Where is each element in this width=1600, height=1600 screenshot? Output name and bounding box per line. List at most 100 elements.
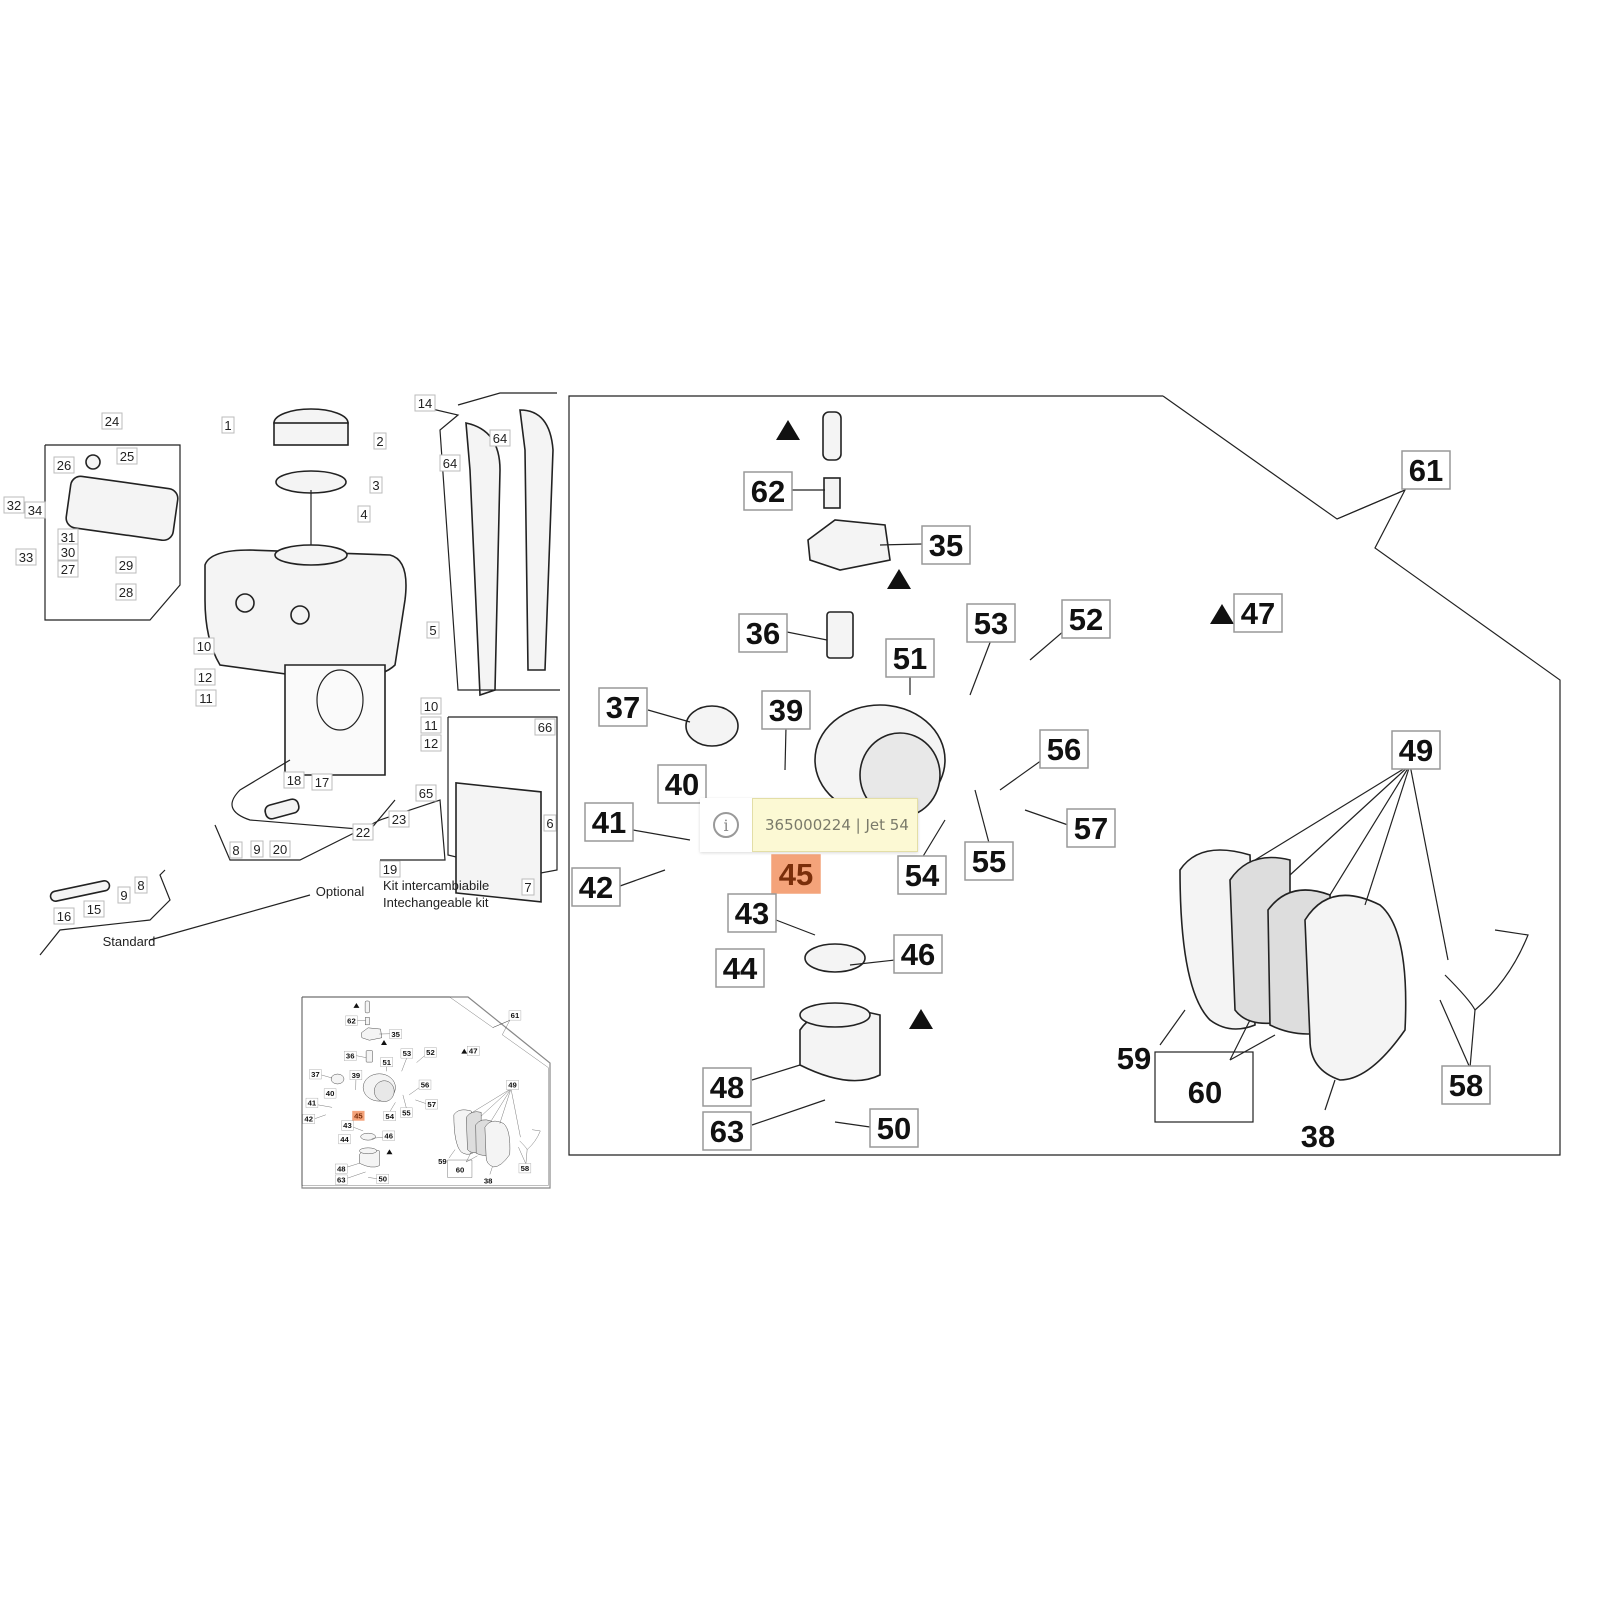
callout-8[interactable]: 8	[232, 843, 239, 858]
callout-4[interactable]: 4	[360, 507, 367, 522]
callout-11[interactable]: 11	[424, 718, 438, 733]
callout-25[interactable]: 25	[120, 449, 134, 464]
callout-47[interactable]: 47	[469, 1047, 478, 1056]
callout-41[interactable]: 41	[308, 1099, 317, 1108]
callout-34[interactable]: 34	[28, 503, 42, 518]
callout-64[interactable]: 64	[493, 431, 507, 446]
callout-23[interactable]: 23	[392, 812, 406, 827]
callout-58[interactable]: 58	[521, 1164, 530, 1173]
callout-49[interactable]: 49	[508, 1081, 517, 1090]
callout-47[interactable]: 47	[1241, 596, 1275, 631]
callout-52[interactable]: 52	[1069, 602, 1103, 637]
callout-44[interactable]: 44	[340, 1135, 349, 1144]
callout-37[interactable]: 37	[606, 690, 640, 725]
callout-58[interactable]: 58	[1449, 1068, 1483, 1103]
callout-41[interactable]: 41	[592, 805, 626, 840]
callout-8[interactable]: 8	[137, 878, 144, 893]
callout-29[interactable]: 29	[119, 558, 133, 573]
callout-36[interactable]: 36	[746, 616, 780, 651]
callout-22[interactable]: 22	[356, 825, 370, 840]
callout-48[interactable]: 48	[337, 1164, 346, 1173]
callout-32[interactable]: 32	[7, 498, 21, 513]
callout-16[interactable]: 16	[57, 909, 71, 924]
callout-55[interactable]: 55	[972, 844, 1006, 879]
callout-10[interactable]: 10	[197, 639, 211, 654]
thumbnail-panel[interactable]: 62 35 36 51 53 52 47 61 37 39 40 56 49 41 57 42 45 54 55 43…	[301, 996, 551, 1189]
callout-11[interactable]: 11	[199, 691, 213, 706]
callout-62[interactable]: 62	[347, 1016, 356, 1025]
callout-56[interactable]: 56	[1047, 732, 1081, 767]
callout-53[interactable]: 53	[403, 1049, 412, 1058]
callout-3[interactable]: 3	[372, 478, 379, 493]
callout-35[interactable]: 35	[391, 1030, 400, 1039]
callout-63[interactable]: 63	[337, 1175, 346, 1184]
callout-39[interactable]: 39	[352, 1071, 361, 1080]
callout-37[interactable]: 37	[311, 1070, 320, 1079]
callout-51[interactable]: 51	[382, 1058, 391, 1067]
callout-9[interactable]: 9	[253, 842, 260, 857]
callout-40[interactable]: 40	[326, 1089, 335, 1098]
callout-40[interactable]: 40	[665, 767, 699, 802]
callout-57[interactable]: 57	[1074, 811, 1108, 846]
callout-27[interactable]: 27	[61, 562, 75, 577]
callout-12[interactable]: 12	[424, 736, 438, 751]
callout-61[interactable]: 61	[1409, 453, 1443, 488]
callout-59[interactable]: 59	[438, 1157, 447, 1166]
callout-12[interactable]: 12	[198, 670, 212, 685]
callout-60[interactable]: 60	[1188, 1075, 1222, 1110]
callout-30[interactable]: 30	[61, 545, 75, 560]
callout-54[interactable]: 54	[385, 1112, 394, 1121]
callout-14[interactable]: 14	[418, 396, 432, 411]
callout-53[interactable]: 53	[974, 606, 1008, 641]
callout-28[interactable]: 28	[119, 585, 133, 600]
callout-43[interactable]: 43	[343, 1121, 352, 1130]
callout-63[interactable]: 63	[710, 1114, 744, 1149]
callout-5[interactable]: 5	[429, 623, 436, 638]
callout-44[interactable]: 44	[723, 951, 758, 986]
callout-45[interactable]: 45	[354, 1112, 363, 1121]
callout-9[interactable]: 9	[120, 888, 127, 903]
callout-36[interactable]: 36	[346, 1052, 355, 1061]
callout-54[interactable]: 54	[905, 858, 940, 893]
callout-20[interactable]: 20	[273, 842, 287, 857]
callout-52[interactable]: 52	[426, 1048, 435, 1057]
callout-42[interactable]: 42	[579, 870, 613, 905]
callout-26[interactable]: 26	[57, 458, 71, 473]
callout-51[interactable]: 51	[893, 641, 927, 676]
callout-15[interactable]: 15	[87, 902, 101, 917]
callout-56[interactable]: 56	[421, 1080, 430, 1089]
callout-48[interactable]: 48	[710, 1070, 744, 1105]
callout-38[interactable]: 38	[484, 1177, 493, 1186]
callout-10[interactable]: 10	[424, 699, 438, 714]
callout-62[interactable]: 62	[751, 474, 785, 509]
callout-50[interactable]: 50	[877, 1111, 911, 1146]
callout-24[interactable]: 24	[105, 414, 119, 429]
callout-1[interactable]: 1	[224, 418, 231, 433]
callout-43[interactable]: 43	[735, 896, 769, 931]
callout-59[interactable]: 59	[1117, 1041, 1151, 1076]
callout-42[interactable]: 42	[304, 1115, 313, 1124]
callout-46[interactable]: 46	[384, 1131, 393, 1140]
callout-7[interactable]: 7	[524, 880, 531, 895]
callout-66[interactable]: 66	[538, 720, 552, 735]
callout-33[interactable]: 33	[19, 550, 33, 565]
callout-55[interactable]: 55	[402, 1108, 411, 1117]
callout-38[interactable]: 38	[1301, 1119, 1335, 1154]
callout-65[interactable]: 65	[419, 786, 433, 801]
callout-2[interactable]: 2	[376, 434, 383, 449]
callout-45[interactable]: 45	[779, 857, 813, 892]
callout-6[interactable]: 6	[546, 816, 553, 831]
callout-49[interactable]: 49	[1399, 733, 1433, 768]
callout-39[interactable]: 39	[769, 693, 803, 728]
callout-35[interactable]: 35	[929, 528, 963, 563]
callout-61[interactable]: 61	[511, 1011, 520, 1020]
callout-57[interactable]: 57	[427, 1100, 436, 1109]
callout-50[interactable]: 50	[378, 1175, 387, 1184]
callout-17[interactable]: 17	[315, 775, 329, 790]
callout-19[interactable]: 19	[383, 862, 397, 877]
callout-60[interactable]: 60	[456, 1166, 465, 1175]
callout-18[interactable]: 18	[287, 773, 301, 788]
callout-46[interactable]: 46	[901, 937, 935, 972]
callout-64[interactable]: 64	[443, 456, 457, 471]
callout-31[interactable]: 31	[61, 530, 75, 545]
